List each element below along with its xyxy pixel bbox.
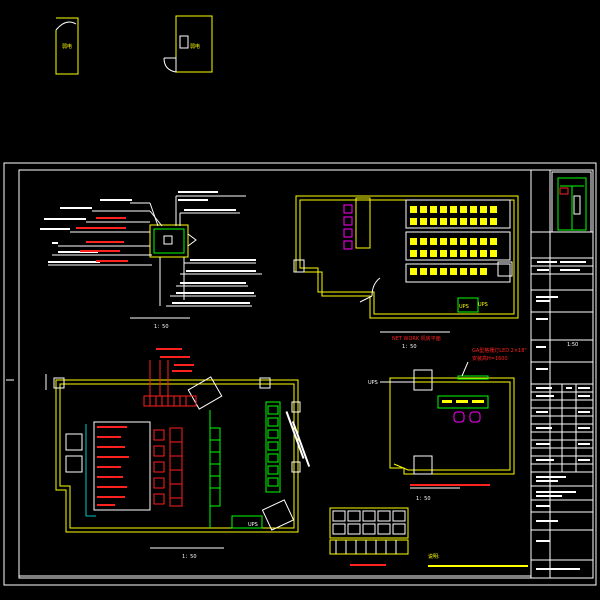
small-room-b: 弱电 bbox=[163, 15, 213, 73]
small-room-a: 弱电 bbox=[55, 17, 79, 75]
notes-block: 说明: bbox=[428, 553, 528, 567]
main-room-legend-lines bbox=[97, 426, 129, 506]
ups-room-desk bbox=[437, 395, 489, 409]
cabinet-detail-view: 1：50 bbox=[40, 191, 262, 330]
ups-room-unit bbox=[413, 369, 433, 391]
network-room-view: UPS UPS NET WORK 机房平面 1：50 bbox=[293, 195, 519, 350]
notes-line bbox=[428, 565, 528, 567]
main-room-rack-1 bbox=[187, 376, 223, 410]
network-ups-box bbox=[457, 297, 479, 313]
main-room-ups-label: UPS bbox=[248, 522, 258, 528]
cabinet-leader-lines bbox=[48, 195, 262, 307]
notes-heading: 说明: bbox=[428, 553, 440, 560]
sheet-frame bbox=[3, 162, 597, 586]
network-ups-label: UPS bbox=[459, 304, 469, 310]
main-room-cable-run bbox=[209, 410, 221, 528]
title-block-scale: 1:50 bbox=[567, 342, 578, 348]
network-ups-label-b: UPS bbox=[478, 302, 488, 308]
cabinet-leader-labels bbox=[76, 217, 128, 262]
main-room-diagonal-label bbox=[285, 411, 311, 467]
network-room-walls bbox=[295, 195, 519, 319]
small-room-a-label: 弱电 bbox=[62, 43, 72, 50]
main-room-rack-column-b bbox=[169, 427, 183, 507]
cabinet-elevation-view bbox=[329, 507, 409, 566]
network-room-column bbox=[355, 197, 371, 249]
main-room-rack-column-c bbox=[265, 401, 281, 493]
elevation-title-stroke bbox=[350, 564, 386, 566]
cabinet-annotation-strokes bbox=[40, 191, 256, 304]
ups-room-walls bbox=[389, 377, 515, 475]
main-room-view: UPS 1：50 bbox=[53, 348, 311, 560]
main-room-cabinet-row bbox=[143, 360, 197, 407]
title-block-text-strokes bbox=[536, 261, 590, 570]
ups-room-label: UPS bbox=[368, 380, 378, 386]
ups-room-fixture-note: GA型格栅灯LED 2×18" bbox=[472, 347, 527, 354]
small-room-b-label: 弱电 bbox=[190, 43, 200, 50]
title-block: 1:50 bbox=[531, 171, 593, 570]
cabinet-plan bbox=[149, 224, 189, 258]
main-room-rack-2 bbox=[261, 499, 295, 531]
main-room-equipment-labels-top bbox=[156, 348, 194, 372]
main-room-scale: 1：50 bbox=[182, 554, 197, 560]
network-rack-rows bbox=[405, 199, 511, 283]
main-room-legend-box bbox=[93, 421, 151, 511]
network-room-title: NET WORK 机房平面 bbox=[392, 335, 441, 342]
main-room-ups-box bbox=[231, 515, 263, 529]
ups-room-view: UPS GA型格栅灯LED 2×18" 安装高H=1600 1：50 bbox=[368, 347, 527, 502]
title-block-rows bbox=[531, 231, 593, 561]
elevation-frame bbox=[329, 507, 409, 539]
network-room-scale: 1：50 bbox=[402, 344, 417, 350]
small-room-b-door bbox=[179, 35, 189, 49]
ups-room-scale: 1：50 bbox=[416, 496, 431, 502]
network-chairs bbox=[343, 204, 353, 250]
main-room-rack-column-a bbox=[153, 429, 165, 505]
main-room-walls bbox=[55, 379, 299, 533]
ups-room-chairs bbox=[453, 411, 481, 423]
cabinet-detail-scale: 1：50 bbox=[154, 324, 169, 330]
ups-room-fixture-height: 安装高H=1600 bbox=[472, 355, 508, 362]
ups-room-title-strokes bbox=[410, 484, 490, 486]
